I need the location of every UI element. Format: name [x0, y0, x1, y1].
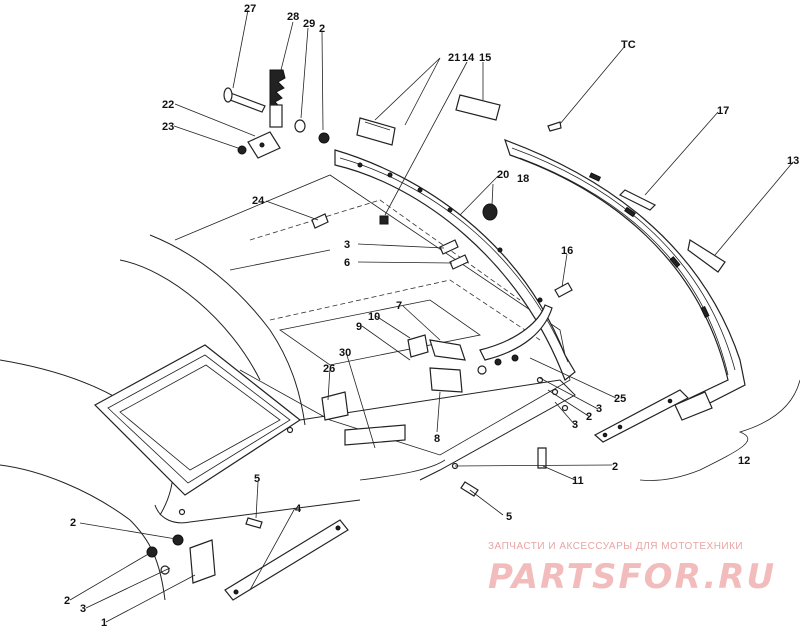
callout-2-bottom: 2 — [64, 595, 70, 607]
callout-11: 11 — [572, 475, 584, 487]
callout-2-mid: 2 — [586, 411, 592, 423]
callout-23: 23 — [162, 121, 174, 133]
callout-labels: 27 28 29 2 22 23 21 14 15 TC 17 13 20 18… — [64, 3, 799, 629]
callout-tc: TC — [621, 39, 636, 51]
callout-17: 17 — [717, 105, 729, 117]
outer-bumper-bar — [504, 139, 746, 443]
callout-9: 9 — [356, 321, 362, 333]
callout-18: 18 — [517, 173, 529, 185]
callout-3-bottom: 3 — [80, 603, 86, 615]
callout-13: 13 — [787, 155, 799, 167]
callout-5-right: 5 — [506, 511, 512, 523]
inner-rail — [334, 149, 576, 381]
callout-3-low: 3 — [572, 419, 578, 431]
callout-16: 16 — [561, 245, 573, 257]
callout-14: 14 — [462, 52, 475, 64]
callout-12: 12 — [738, 455, 750, 467]
callout-4: 4 — [295, 503, 302, 515]
callout-20: 20 — [497, 169, 509, 181]
callout-15: 15 — [479, 52, 491, 64]
callout-29: 29 — [303, 18, 315, 30]
bumper-frame — [174, 174, 576, 481]
callout-28: 28 — [287, 11, 299, 23]
callout-8: 8 — [434, 433, 440, 445]
callout-3-upper: 3 — [344, 239, 350, 251]
callout-24: 24 — [252, 195, 265, 207]
callout-2-low: 2 — [612, 461, 618, 473]
watermark-logo: PARTSFOR.RU — [488, 557, 776, 597]
callout-22: 22 — [162, 99, 174, 111]
callout-2-top: 2 — [319, 23, 325, 35]
callout-26: 26 — [323, 363, 335, 375]
callout-6: 6 — [344, 257, 350, 269]
callout-21: 21 — [448, 52, 460, 64]
callout-7: 7 — [396, 300, 402, 312]
callout-10: 10 — [368, 311, 380, 323]
hardware — [146, 69, 726, 601]
leader-lines — [69, 9, 800, 623]
callout-1: 1 — [101, 617, 107, 629]
callout-3-mid: 3 — [596, 403, 602, 415]
callout-25: 25 — [614, 393, 626, 405]
callout-30: 30 — [339, 347, 351, 359]
callout-2-left: 2 — [70, 517, 76, 529]
watermark: ЗАПЧАСТИ И АКСЕССУАРЫ ДЛЯ МОТОТЕХНИКИ PA… — [488, 541, 776, 597]
callout-27: 27 — [244, 3, 256, 15]
watermark-tagline: ЗАПЧАСТИ И АКСЕССУАРЫ ДЛЯ МОТОТЕХНИКИ — [488, 541, 743, 552]
callout-5-left: 5 — [254, 473, 260, 485]
